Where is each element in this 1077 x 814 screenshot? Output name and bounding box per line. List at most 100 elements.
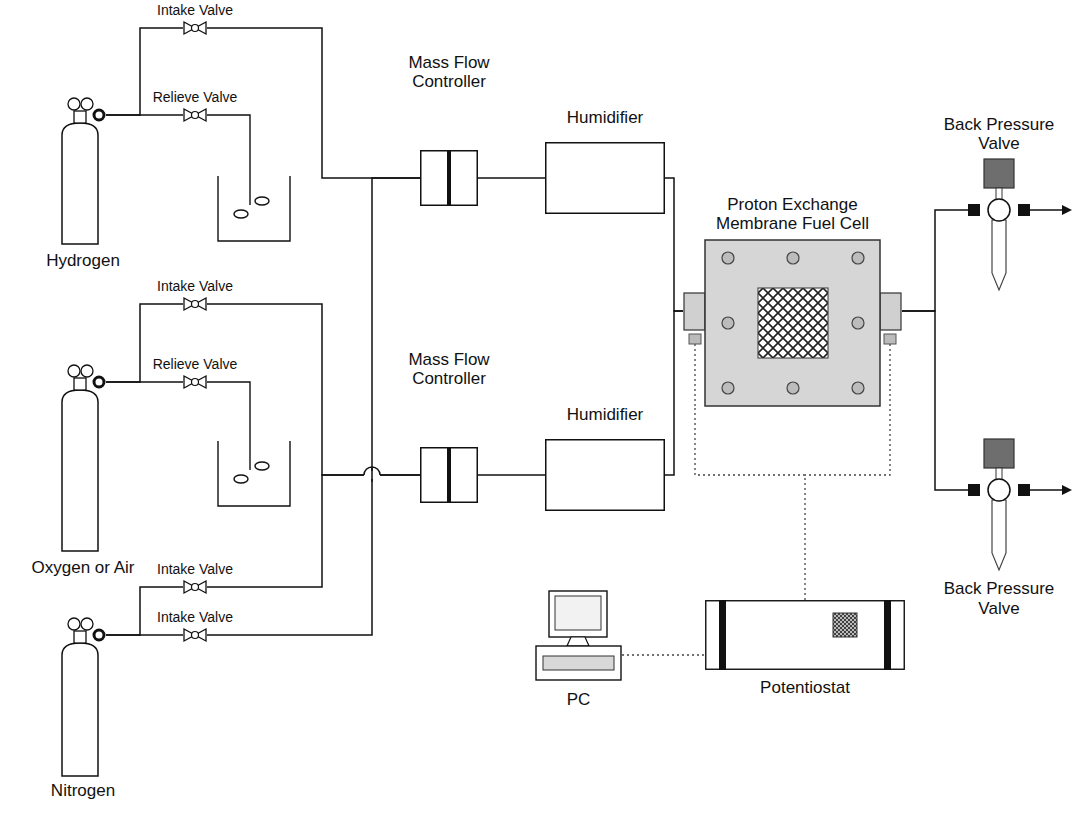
flow-controller-outline (420, 150, 478, 206)
valve-symbol-outline (183, 108, 207, 122)
line-crossover (364, 467, 380, 482)
back-pressure-valve: Back Pressure Valve (968, 438, 1030, 573)
node-label: Intake Valve (157, 2, 233, 18)
valve-body (988, 479, 1010, 501)
monitor-stand (567, 637, 589, 646)
valve-body (988, 199, 1010, 221)
fuel-cell-outline (683, 238, 902, 408)
valve-symbol: Relieve Valve (183, 375, 207, 389)
gas-cylinder: Oxygen or Air (60, 362, 106, 552)
gas-line (902, 311, 968, 490)
instrument-body (706, 601, 905, 670)
front-handle (719, 600, 726, 670)
gas-line (207, 178, 420, 635)
screen (555, 596, 601, 630)
keyboard (543, 656, 614, 670)
valve-gauge (992, 220, 1006, 290)
node-label: Mass Flow Controller (394, 53, 504, 92)
back-pressure-valve-outline (968, 158, 1030, 293)
cell-body (705, 240, 880, 406)
valve-symbol: Intake Valve (183, 297, 207, 311)
cylinder-body (62, 643, 98, 776)
flow-controller: Mass Flow Controller (420, 447, 478, 503)
node-label: Proton Exchange Membrane Fuel Cell (703, 195, 883, 234)
bolt (787, 382, 799, 394)
gas-cylinder: Hydrogen (60, 95, 106, 245)
front-handle (884, 600, 891, 670)
gas-cylinder-outline (60, 615, 106, 777)
controller-bar (447, 447, 451, 503)
gas-line (106, 114, 183, 116)
valve-actuator (984, 159, 1014, 188)
display-panel (833, 613, 857, 637)
valve-body (184, 22, 206, 34)
relief-bubbler (207, 382, 290, 506)
valve-symbol-outline (183, 297, 207, 311)
gas-line (665, 311, 683, 475)
computer-base (536, 646, 621, 680)
gas-line (665, 178, 683, 311)
valve-stem (996, 468, 1002, 480)
node-label: Humidifier (567, 405, 644, 425)
controller-body (421, 151, 478, 206)
node-label: Humidifier (567, 108, 644, 128)
node-label: Relieve Valve (153, 356, 238, 372)
valve-stem (192, 112, 199, 119)
gas-port (684, 293, 705, 330)
controller-body (421, 448, 478, 503)
gauge (68, 365, 80, 377)
flow-controller: Mass Flow Controller (420, 150, 478, 206)
potentiostat-box-outline (705, 600, 905, 670)
humidifier-box-outline (545, 439, 665, 511)
gauge (68, 98, 80, 110)
valve-flange (968, 484, 980, 496)
valve-body (184, 581, 206, 593)
gas-port (880, 293, 901, 330)
back-pressure-valve: Back Pressure Valve (968, 158, 1030, 293)
gas-cylinder-outline (60, 95, 106, 245)
gas-cylinder-outline (60, 362, 106, 552)
node-label: Hydrogen (46, 251, 120, 271)
bolt (852, 252, 864, 264)
fuel-cell: Proton Exchange Membrane Fuel Cell (683, 238, 902, 408)
gauge (81, 365, 93, 377)
valve-flange (1018, 204, 1030, 216)
humidifier-box: Humidifier (545, 439, 665, 511)
valve-body (184, 298, 206, 310)
valve-stem (996, 188, 1002, 200)
valve-stem (192, 25, 199, 32)
gauge (81, 98, 93, 110)
gas-line (207, 304, 420, 475)
valve-body (184, 109, 206, 121)
humidifier-body (546, 143, 665, 214)
valve-stem (192, 584, 199, 591)
cylinder-neck (74, 631, 86, 643)
valve-symbol: Intake Valve (183, 21, 207, 35)
outlet-arrow (1030, 205, 1072, 495)
valve-gauge (992, 500, 1006, 570)
valve-flange (1018, 484, 1030, 496)
cylinder-body (62, 123, 98, 244)
gas-cylinder: Nitrogen (60, 615, 106, 777)
node-label: Mass Flow Controller (394, 350, 504, 389)
bolt (722, 382, 734, 394)
computer: PC (535, 590, 622, 682)
valve-symbol-outline (183, 628, 207, 642)
membrane-area (758, 288, 828, 358)
bolt (852, 382, 864, 394)
valve-symbol-outline (183, 580, 207, 594)
node-label: Potentiostat (760, 678, 850, 698)
gas-line (207, 28, 420, 178)
gas-line (106, 634, 183, 636)
regulator-outlet (94, 630, 104, 640)
controller-bar (447, 150, 451, 206)
valve-stem (192, 301, 199, 308)
potentiostat-box: Potentiostat (705, 600, 905, 670)
node-label: PC (567, 690, 591, 710)
gas-line (902, 210, 968, 311)
bolt (852, 317, 864, 329)
node-label: Oxygen or Air (32, 558, 135, 578)
signal-cable (695, 408, 805, 600)
